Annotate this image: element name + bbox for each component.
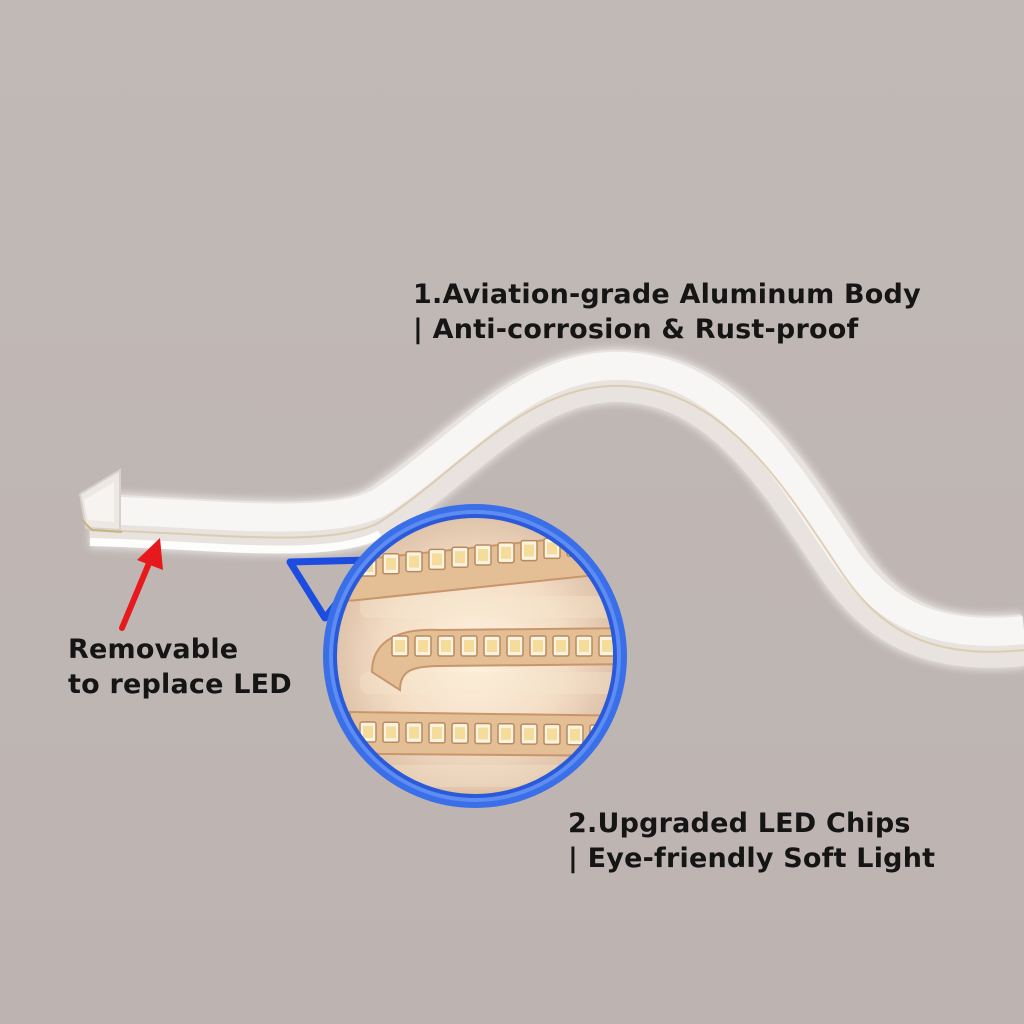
led-chip-phosphor [570, 728, 580, 741]
feature-aluminum-body: 1.Aviation-grade Aluminum Body | Anti-co… [413, 277, 921, 347]
led-chip-phosphor [395, 640, 405, 652]
led-chip-phosphor [441, 640, 451, 652]
led-chip-phosphor [478, 727, 488, 740]
feature-removable: Removable to replace LED [68, 632, 292, 702]
feature-removable-subtitle: to replace LED [68, 669, 292, 700]
aluminum-profile [78, 347, 1024, 670]
led-chip-phosphor [501, 546, 511, 559]
led-chip-phosphor [478, 549, 488, 561]
led-chip-phosphor [432, 553, 442, 566]
feature-aluminum-body-subtitle: | Anti-corrosion & Rust-proof [413, 314, 859, 345]
led-chip-phosphor [455, 551, 465, 564]
led-chip-phosphor [602, 640, 612, 652]
led-chip-phosphor [533, 640, 543, 652]
led-chip-phosphor [418, 640, 428, 652]
led-chip-phosphor [524, 544, 534, 557]
led-chip-phosphor [547, 728, 557, 741]
led-chip-phosphor [547, 542, 557, 555]
led-chip-phosphor [487, 640, 497, 652]
feature-led-chips-subtitle: | Eye-friendly Soft Light [568, 843, 936, 874]
led-chip-phosphor [455, 727, 465, 740]
feature-aluminum-body-title: 1.Aviation-grade Aluminum Body [413, 279, 921, 310]
led-chip-phosphor [524, 728, 534, 741]
red-arrow-icon [119, 538, 163, 631]
feature-led-chips: 2.Upgraded LED Chips | Eye-friendly Soft… [568, 806, 935, 876]
led-chip-phosphor [556, 640, 566, 652]
led-chip-phosphor [409, 555, 419, 568]
led-chip-phosphor [501, 727, 511, 740]
led-chip-phosphor [386, 557, 396, 570]
led-chip-phosphor [363, 726, 373, 738]
feature-led-chips-title: 2.Upgraded LED Chips [568, 808, 911, 839]
led-chip-phosphor [409, 726, 419, 739]
led-chip-phosphor [579, 640, 589, 652]
led-chip-phosphor [386, 726, 396, 739]
led-chip-phosphor [510, 640, 520, 652]
led-chip-phosphor [432, 726, 442, 739]
led-chip-phosphor [464, 640, 474, 652]
feature-removable-title: Removable [68, 634, 239, 665]
